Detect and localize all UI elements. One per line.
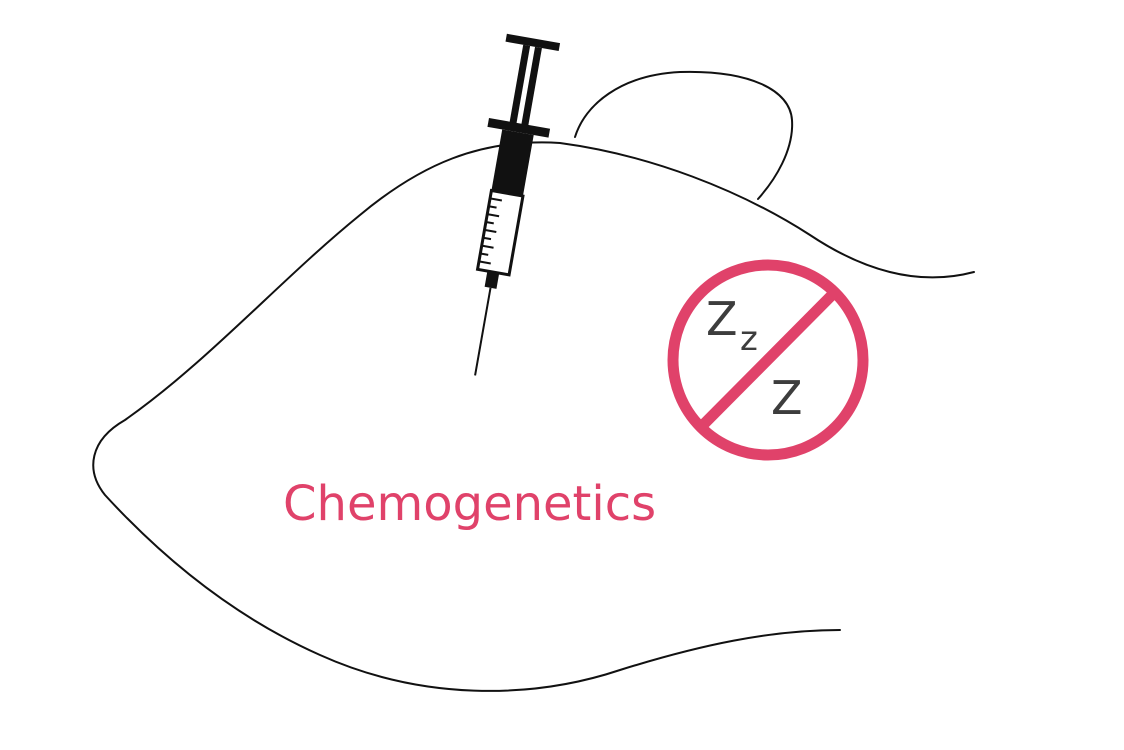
syringe-needle — [474, 287, 492, 376]
syringe-plunger-rod-right — [521, 46, 542, 127]
sleep-letter-big: Z — [706, 292, 738, 346]
syringe-graduations — [478, 197, 503, 265]
sleep-letter-small: z — [740, 319, 758, 359]
syringe-plunger-rod-left — [509, 44, 531, 125]
chemogenetics-label: Chemogenetics — [283, 476, 656, 532]
mouse-ear — [574, 70, 794, 200]
mouse-body-outline — [92, 141, 975, 692]
mouse-outline — [92, 70, 975, 692]
prohibition-circle — [667, 259, 869, 461]
syringe-plunger-top — [505, 33, 561, 52]
no-sleep-icon: Z z Z — [667, 259, 869, 461]
syringe-icon — [474, 33, 561, 376]
sleep-letter-lower: Z — [771, 371, 803, 425]
prohibition-slash — [697, 289, 838, 431]
syringe-flange — [487, 117, 551, 138]
syringe-tip — [484, 271, 500, 289]
syringe-barrel-filled — [491, 129, 534, 197]
